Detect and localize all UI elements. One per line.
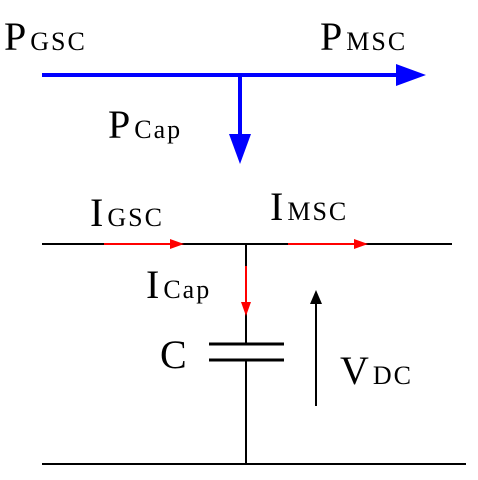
cap-power-arrowhead bbox=[229, 134, 251, 164]
current-group bbox=[104, 239, 368, 316]
power-flow-arrowhead bbox=[396, 64, 426, 86]
capacitor-label: C bbox=[160, 332, 187, 377]
i-msc-arrowhead bbox=[354, 239, 368, 249]
vdc-arrowhead bbox=[310, 290, 322, 304]
i-gsc-arrowhead bbox=[170, 239, 184, 249]
circuit-group bbox=[42, 243, 466, 465]
i-cap-arrowhead bbox=[241, 302, 251, 316]
